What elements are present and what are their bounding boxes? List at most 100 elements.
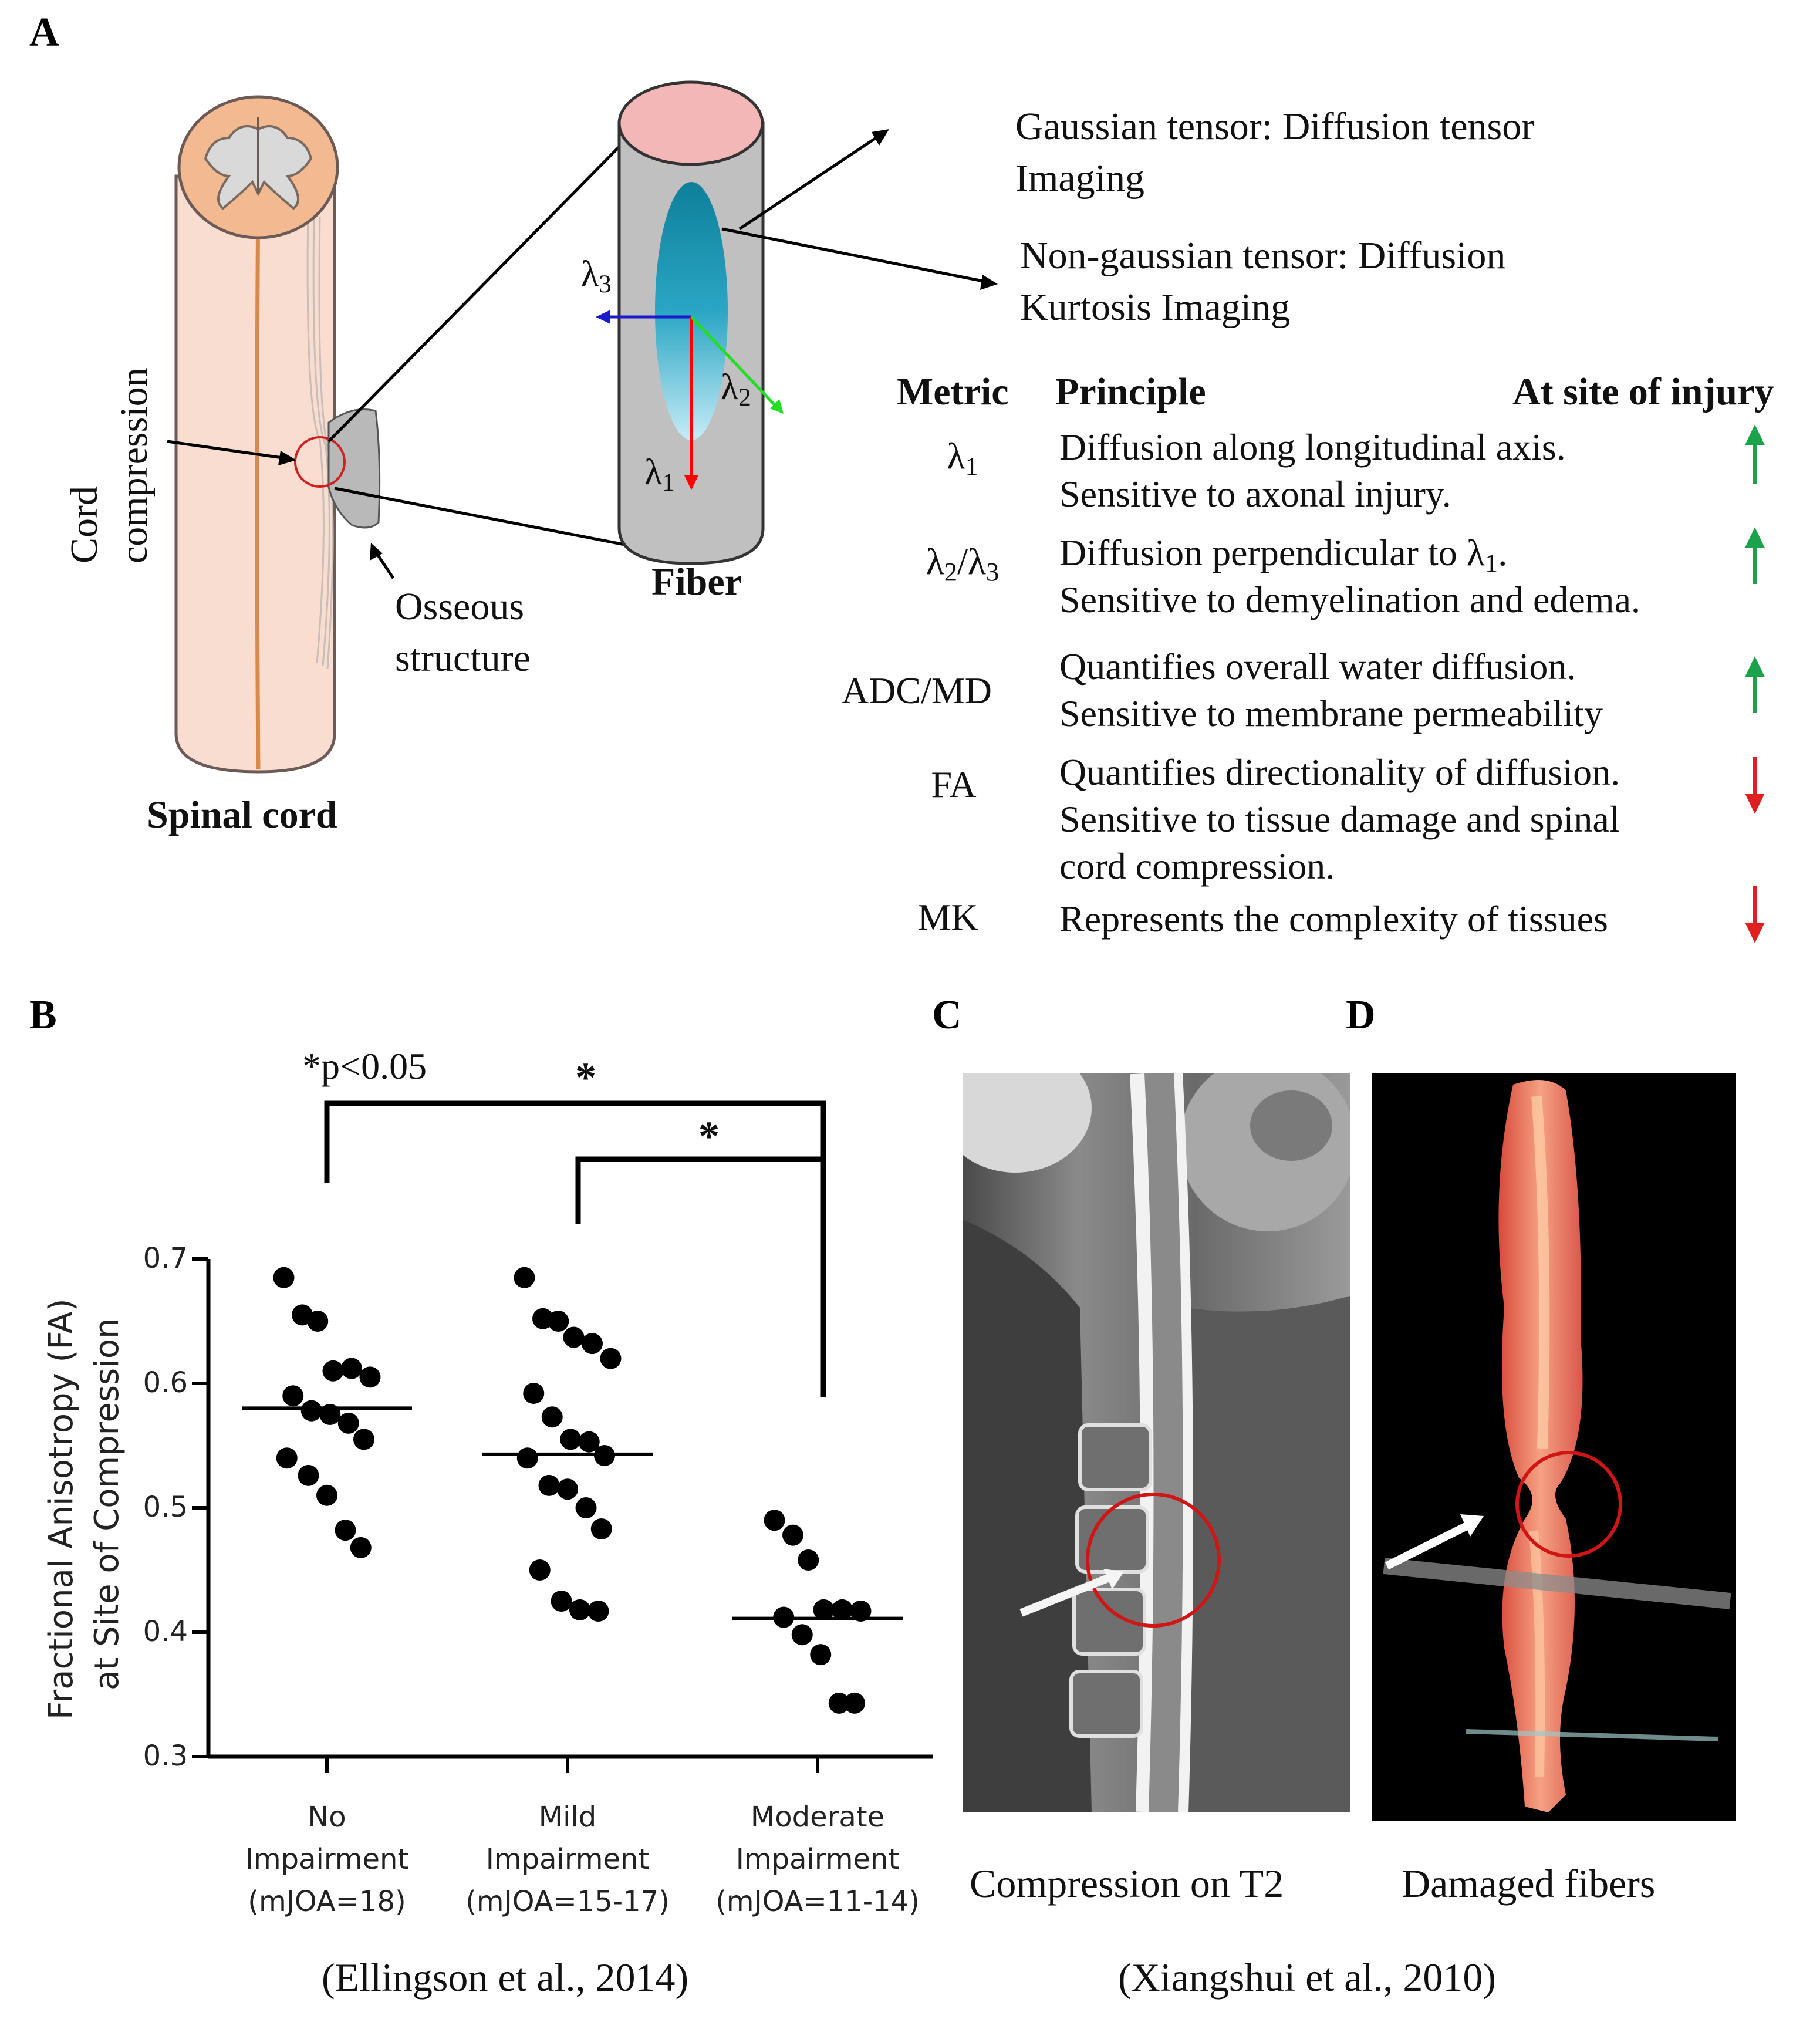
damage-circle: [1515, 1451, 1622, 1558]
data-point: [276, 1447, 298, 1469]
data-point: [541, 1406, 563, 1428]
significance-bracket-tail: [820, 1221, 826, 1397]
table-row-principle-line: Sensitive to tissue damage and spinal: [1059, 798, 1620, 840]
data-point: [575, 1497, 597, 1518]
lambda1-label: λ1: [644, 453, 675, 497]
data-point: [322, 1360, 344, 1382]
data-point: [551, 1591, 572, 1612]
significance-note: *p<0.05: [302, 1045, 427, 1087]
data-point: [307, 1311, 329, 1332]
table-row-principle-line: Sensitive to membrane permeability: [1059, 693, 1603, 734]
data-point: [273, 1267, 295, 1288]
significance-star-1: *: [575, 1054, 596, 1101]
data-point: [282, 1385, 304, 1407]
data-point: [548, 1311, 569, 1332]
table-row-metric: λ2/λ3: [926, 541, 1000, 587]
caption-compression-t2: Compression on T2: [970, 1861, 1284, 1906]
compression-circle: [1086, 1493, 1221, 1628]
mri-t2-image: [963, 1073, 1350, 1812]
data-point: [782, 1524, 803, 1546]
central-canal-line: [255, 193, 261, 769]
data-point: [844, 1692, 865, 1714]
data-point: [529, 1559, 551, 1581]
gaussian-tensor-line2: Imaging: [1015, 157, 1144, 200]
data-point: [798, 1549, 819, 1571]
data-point: [316, 1484, 337, 1506]
table-header-injury: At site of injury: [1512, 370, 1774, 413]
table-row-principle-line: Diffusion along longitudinal axis.: [1059, 426, 1566, 468]
nongaussian-tensor-line1: Non-gaussian tensor: Diffusion: [1020, 234, 1506, 277]
osseous-label-2: structure: [395, 637, 531, 680]
citation-ellingson: (Ellingson et al., 2014): [322, 1955, 689, 2000]
citation-xiangshui: (Xiangshui et al., 2010): [1118, 1955, 1496, 2000]
data-point: [557, 1478, 578, 1500]
y-tick-label: 0.6: [143, 1366, 188, 1399]
x-category-label: Mild Impairment (mJOA=15-17): [465, 1801, 670, 1918]
fa-scatter-chart: [192, 1257, 933, 1773]
spinal-cord-label: Spinal cord: [147, 794, 337, 836]
data-point: [600, 1348, 622, 1369]
data-point: [791, 1624, 813, 1646]
table-header-principle: Principle: [1055, 370, 1206, 413]
panel-letter-a: A: [29, 10, 59, 55]
table-row-metric: FA: [931, 764, 977, 805]
table-row-principle-line: Quantifies directionality of diffusion.: [1059, 751, 1620, 793]
data-point: [828, 1692, 850, 1714]
injury-arrows: [1745, 424, 1765, 943]
x-category-label: Moderate Impairment (mJOA=11-14): [715, 1801, 920, 1918]
table-row-principle-line: Sensitive to demyelination and edema.: [1059, 579, 1640, 620]
fiber-illustration: [596, 80, 784, 565]
caption-damaged-fibers: Damaged fibers: [1402, 1861, 1656, 1906]
table-row-principle-line: Represents the complexity of tissues: [1059, 898, 1608, 940]
table-row-principle-line: Diffusion perpendicular to λ1.: [1059, 532, 1508, 578]
data-point: [850, 1600, 872, 1622]
lambda2-label: λ2: [721, 367, 751, 411]
data-point: [563, 1326, 585, 1348]
table-row-metric: MK: [917, 896, 978, 938]
data-point: [832, 1599, 853, 1620]
white-arrow-icon: [1385, 1521, 1471, 1570]
table-row-metric: λ1: [947, 435, 978, 481]
fiber-label: Fiber: [651, 561, 742, 603]
table-row-principle-line: Quantifies overall water diffusion.: [1059, 646, 1576, 687]
data-point: [764, 1510, 785, 1531]
data-point: [353, 1429, 374, 1450]
data-point: [359, 1366, 381, 1388]
table-row-principle-line: cord compression.: [1059, 845, 1335, 887]
panel-letter-d: D: [1346, 992, 1376, 1038]
white-arrow-icon: [1019, 1574, 1111, 1617]
data-point: [523, 1382, 545, 1404]
y-tick-label: 0.4: [143, 1615, 188, 1648]
panel-letter-b: B: [29, 992, 57, 1038]
data-point: [578, 1431, 600, 1453]
data-point: [350, 1537, 372, 1558]
x-category-label: No Impairment (mJOA=18): [245, 1801, 409, 1918]
y-tick-label: 0.5: [143, 1491, 188, 1524]
data-point: [810, 1644, 832, 1666]
osseous-structure: [327, 408, 381, 529]
data-point: [335, 1520, 356, 1541]
data-point: [587, 1600, 609, 1622]
data-point: [569, 1599, 590, 1620]
table-row-principle-line: Sensitive to axonal injury.: [1059, 473, 1451, 515]
data-point: [337, 1412, 359, 1434]
nongaussian-tensor-line2: Kurtosis Imaging: [1020, 286, 1291, 329]
diffusion-ellipsoid: [655, 182, 728, 440]
compression-circle: [294, 436, 346, 488]
data-point: [514, 1267, 535, 1288]
significance-star-2: *: [698, 1113, 720, 1160]
y-tick-label: 0.7: [143, 1242, 188, 1275]
data-point: [300, 1400, 322, 1422]
lambda3-label: λ3: [581, 254, 612, 298]
table-row-metric: ADC/MD: [841, 670, 992, 711]
table-header-metric: Metric: [897, 370, 1009, 413]
data-point: [538, 1474, 560, 1496]
spinal-cord-illustration: [167, 95, 632, 774]
dti-fiber-image: [1372, 1073, 1736, 1821]
fiber-cylinder-top: [617, 80, 764, 166]
chart-ylabel-1: Fractional Anisotropy (FA): [42, 1298, 80, 1720]
y-tick-label: 0.3: [143, 1740, 188, 1772]
panel-letter-c: C: [932, 992, 962, 1038]
data-point: [813, 1599, 835, 1620]
tensor-arrows: [721, 129, 998, 290]
